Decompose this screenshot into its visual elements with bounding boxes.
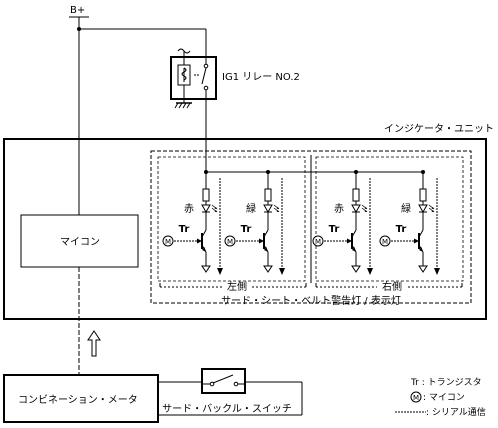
ground-icon bbox=[418, 265, 428, 273]
ig1-relay bbox=[170, 48, 217, 109]
legend-transistor: Tr : トランジスタ bbox=[410, 377, 482, 388]
ground-icon bbox=[201, 265, 211, 273]
resistor-icon bbox=[419, 188, 427, 202]
led-color-label: 緑 bbox=[246, 202, 256, 215]
micon-symbol-icon bbox=[312, 235, 324, 247]
led-icon bbox=[201, 204, 211, 214]
led-color-label: 赤 bbox=[184, 203, 194, 215]
buckle-switch bbox=[158, 368, 303, 416]
warning-group-label: サード・シート・ベルト警告灯 / 表示灯 bbox=[221, 294, 401, 307]
indicator-unit-label: インジケータ・ユニット bbox=[384, 123, 494, 135]
micon-label: マイコン bbox=[60, 237, 100, 248]
right-side-label: 右側 bbox=[382, 280, 402, 293]
warning-lamp-group bbox=[150, 150, 472, 304]
legend: Tr : トランジスタ M : マイコン : シリアル通信 bbox=[395, 377, 486, 418]
ground-icon bbox=[351, 265, 361, 273]
left-side-label: 左側 bbox=[227, 280, 247, 293]
transistor-label: Tr bbox=[329, 224, 340, 235]
indicator-unit-box bbox=[3, 138, 487, 320]
serial-direction-arrow bbox=[87, 330, 101, 357]
combination-meter-label: コンビネーション・メータ bbox=[18, 394, 138, 406]
buckle-switch-label: サード・バックル・スイッチ bbox=[162, 403, 292, 415]
ground-icon bbox=[263, 265, 273, 273]
transistor-label: Tr bbox=[396, 224, 407, 235]
led-icon bbox=[263, 204, 273, 214]
micon-block bbox=[20, 214, 139, 268]
resistor-icon bbox=[202, 188, 210, 202]
led-icon bbox=[418, 204, 428, 214]
lamp-channel-1: 赤 TrM bbox=[162, 170, 223, 275]
micon-symbol-icon bbox=[162, 235, 174, 247]
micon-symbol-icon bbox=[379, 235, 391, 247]
resistor-icon bbox=[352, 188, 360, 202]
combination-meter-box bbox=[3, 374, 159, 423]
resistor-icon bbox=[264, 188, 272, 202]
power-label: B+ bbox=[70, 5, 85, 16]
transistor-label: Tr bbox=[179, 224, 190, 235]
micon-symbol-icon bbox=[224, 235, 236, 247]
legend-serial: : シリアル通信 bbox=[426, 406, 486, 418]
legend-micon: : マイコン bbox=[423, 393, 465, 403]
svg-text:M: M bbox=[165, 238, 171, 246]
lamp-channel-4: 緑 TrM bbox=[379, 170, 440, 275]
transistor-label: Tr bbox=[241, 224, 252, 235]
led-color-label: 緑 bbox=[401, 202, 411, 215]
micon-symbol-icon bbox=[410, 391, 422, 403]
svg-text:M: M bbox=[315, 238, 321, 246]
svg-text:M: M bbox=[413, 394, 419, 402]
lamp-channel-3: 赤 TrM bbox=[312, 170, 373, 275]
led-color-label: 赤 bbox=[334, 203, 344, 215]
svg-text:M: M bbox=[382, 238, 388, 246]
svg-text:M: M bbox=[227, 238, 233, 246]
led-icon bbox=[351, 204, 361, 214]
relay-label: IG1 リレー NO.2 bbox=[222, 72, 300, 83]
lamp-channel-2: 緑 TrM bbox=[224, 170, 285, 275]
